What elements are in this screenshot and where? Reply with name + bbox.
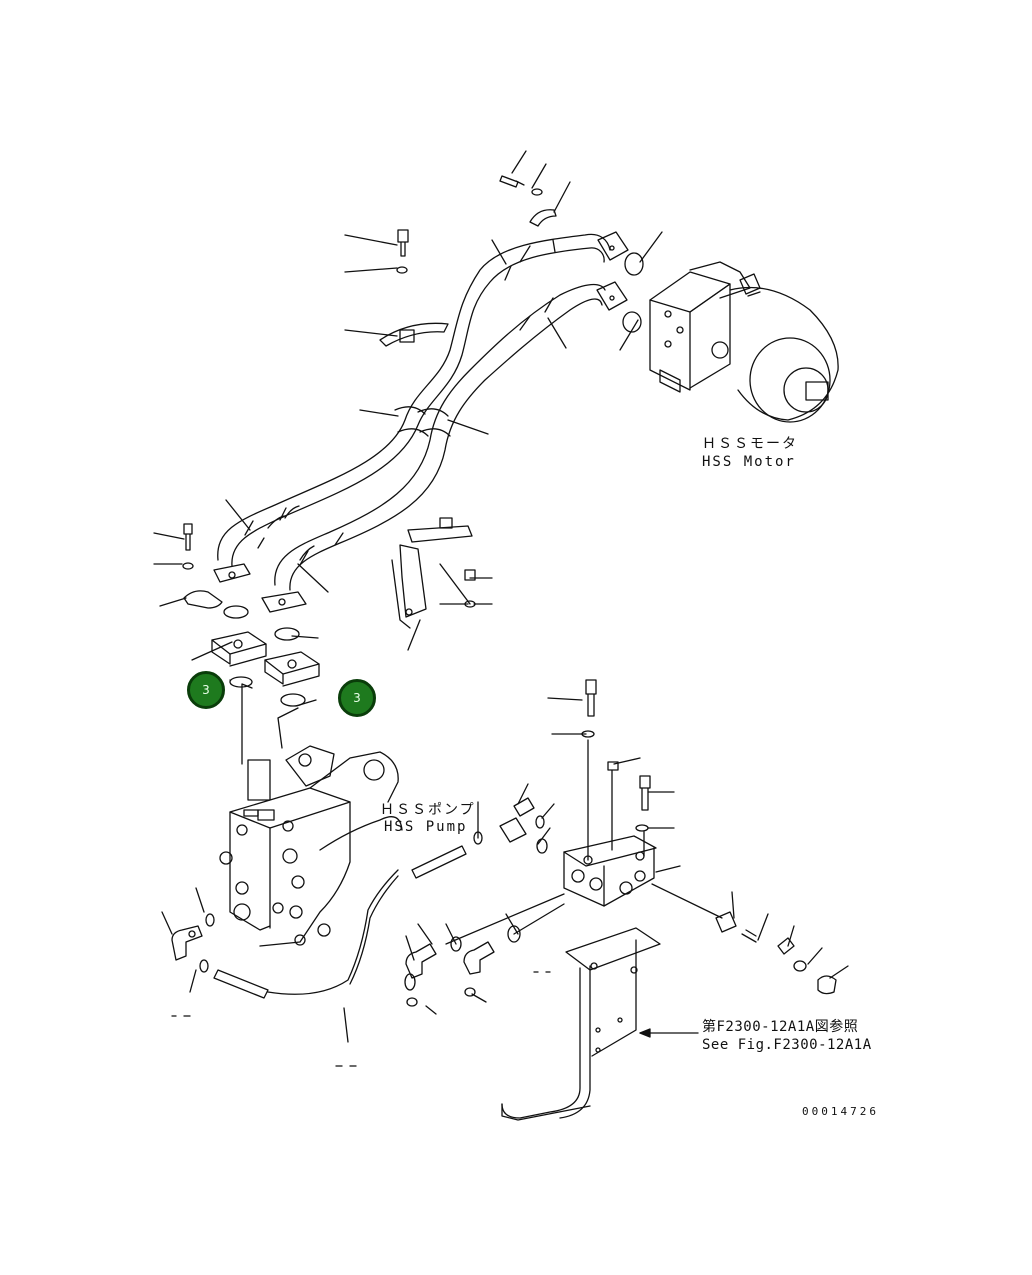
pump-label-en: HSS Pump	[384, 819, 468, 835]
hss-motor	[622, 252, 839, 423]
pump-label-jp: ＨＳＳポンプ	[380, 802, 476, 818]
upper-clamp	[379, 229, 449, 347]
top-bolt-washer	[499, 175, 557, 227]
drawing-number: 00014726	[802, 1105, 879, 1118]
reference-label-en: See Fig.F2300-12A1A	[702, 1037, 872, 1053]
callout-badge[interactable]: 3	[338, 679, 376, 717]
hose-upper-inner	[274, 283, 606, 591]
pump-drain-hose	[267, 869, 399, 995]
hose-upper-outer	[217, 233, 611, 567]
leader-lines	[153, 150, 849, 1043]
hss-pump	[219, 745, 403, 947]
stray-marks	[171, 971, 551, 1067]
reference-label-jp: 第F2300-12A1A図参照	[702, 1019, 859, 1035]
hose-fitting-bottom	[213, 563, 307, 613]
valve-block	[563, 679, 657, 907]
hose-fitting-top	[596, 231, 629, 311]
lower-bracket	[391, 517, 476, 629]
motor-label-jp: ＨＳＳモータ	[702, 436, 798, 452]
mounting-bracket	[501, 927, 661, 1121]
hose-bands	[244, 239, 556, 566]
pump-fittings	[171, 831, 483, 999]
valve-fittings	[405, 797, 837, 1007]
left-bolt-washer	[182, 523, 223, 609]
flange-plates	[211, 605, 320, 707]
callout-badge[interactable]: 3	[187, 671, 225, 709]
motor-label-en: HSS Motor	[702, 454, 796, 470]
reference-arrow	[639, 1028, 699, 1038]
